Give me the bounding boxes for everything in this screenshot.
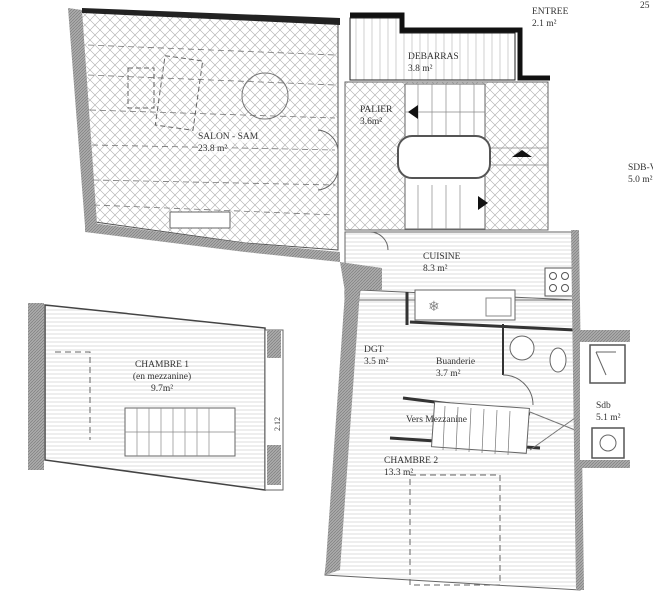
- water-heater-icon: [509, 335, 535, 361]
- chambre1-area: 9.7m²: [150, 384, 174, 394]
- buanderie-name: Buanderie: [436, 357, 476, 367]
- entree-name: ENTREE: [532, 7, 569, 17]
- bed-outline: [409, 474, 501, 586]
- palier-name: PALIER: [360, 105, 393, 115]
- corner-number: 25: [640, 1, 650, 11]
- arrow-left-icon: [408, 105, 418, 119]
- debarras-name: DEBARRAS: [408, 52, 459, 62]
- palier-area: 3.6m²: [360, 117, 383, 127]
- dining-table-icon: [241, 72, 289, 120]
- cuisine-area: 8.3 m²: [423, 264, 448, 274]
- kitchen-counter: ❄: [414, 289, 516, 321]
- entree-area: 2.1 m²: [532, 19, 557, 29]
- door-icon: [317, 129, 339, 191]
- freezer-icon: ❄: [428, 300, 440, 315]
- sdbv-area: 5.0 m²: [628, 175, 653, 185]
- arrow-right-icon: [478, 196, 488, 210]
- room-sdb: [575, 330, 630, 468]
- sofa-outline: [154, 55, 204, 131]
- salon-area: 23.8 m²: [198, 143, 228, 155]
- table-outline: [127, 67, 155, 109]
- arrow-up-icon: [512, 150, 532, 157]
- toilet-icon: [549, 347, 567, 373]
- stair-well: [397, 135, 491, 179]
- shower-icon: [589, 344, 626, 384]
- buanderie-area: 3.7 m²: [436, 369, 461, 379]
- sink-icon: [485, 297, 512, 317]
- sdbv-name: SDB-V: [628, 163, 653, 173]
- salon-name: SALON - SAM: [198, 131, 259, 143]
- sdb-area: 5.1 m²: [596, 413, 621, 423]
- room-dgt-buanderie-chambre2: [324, 229, 584, 591]
- dimension-label: 2.12: [273, 417, 282, 431]
- vers-mezzanine-label: Vers Mezzanine: [406, 415, 467, 425]
- door-icon: [369, 231, 389, 251]
- chambre2-name: CHAMBRE 2: [384, 456, 439, 466]
- debarras-area: 3.8 m²: [408, 64, 433, 74]
- room-chambre1: [28, 303, 284, 491]
- sdb-name: Sdb: [596, 401, 611, 411]
- room-debarras: [349, 12, 550, 81]
- cooktop-icon: [544, 267, 574, 297]
- radiator-icon: [169, 211, 231, 229]
- chambre1-note: (en mezzanine): [132, 372, 192, 382]
- stair-to-mezzanine: [430, 401, 530, 454]
- chambre1-name: CHAMBRE 1: [134, 360, 190, 370]
- chambre2-area: 13.3 m²: [384, 468, 414, 478]
- room-palier: [344, 81, 549, 231]
- dgt-name: DGT: [364, 345, 384, 355]
- dgt-area: 3.5 m²: [364, 357, 389, 367]
- washbasin-icon: [591, 427, 625, 459]
- cuisine-name: CUISINE: [423, 252, 461, 262]
